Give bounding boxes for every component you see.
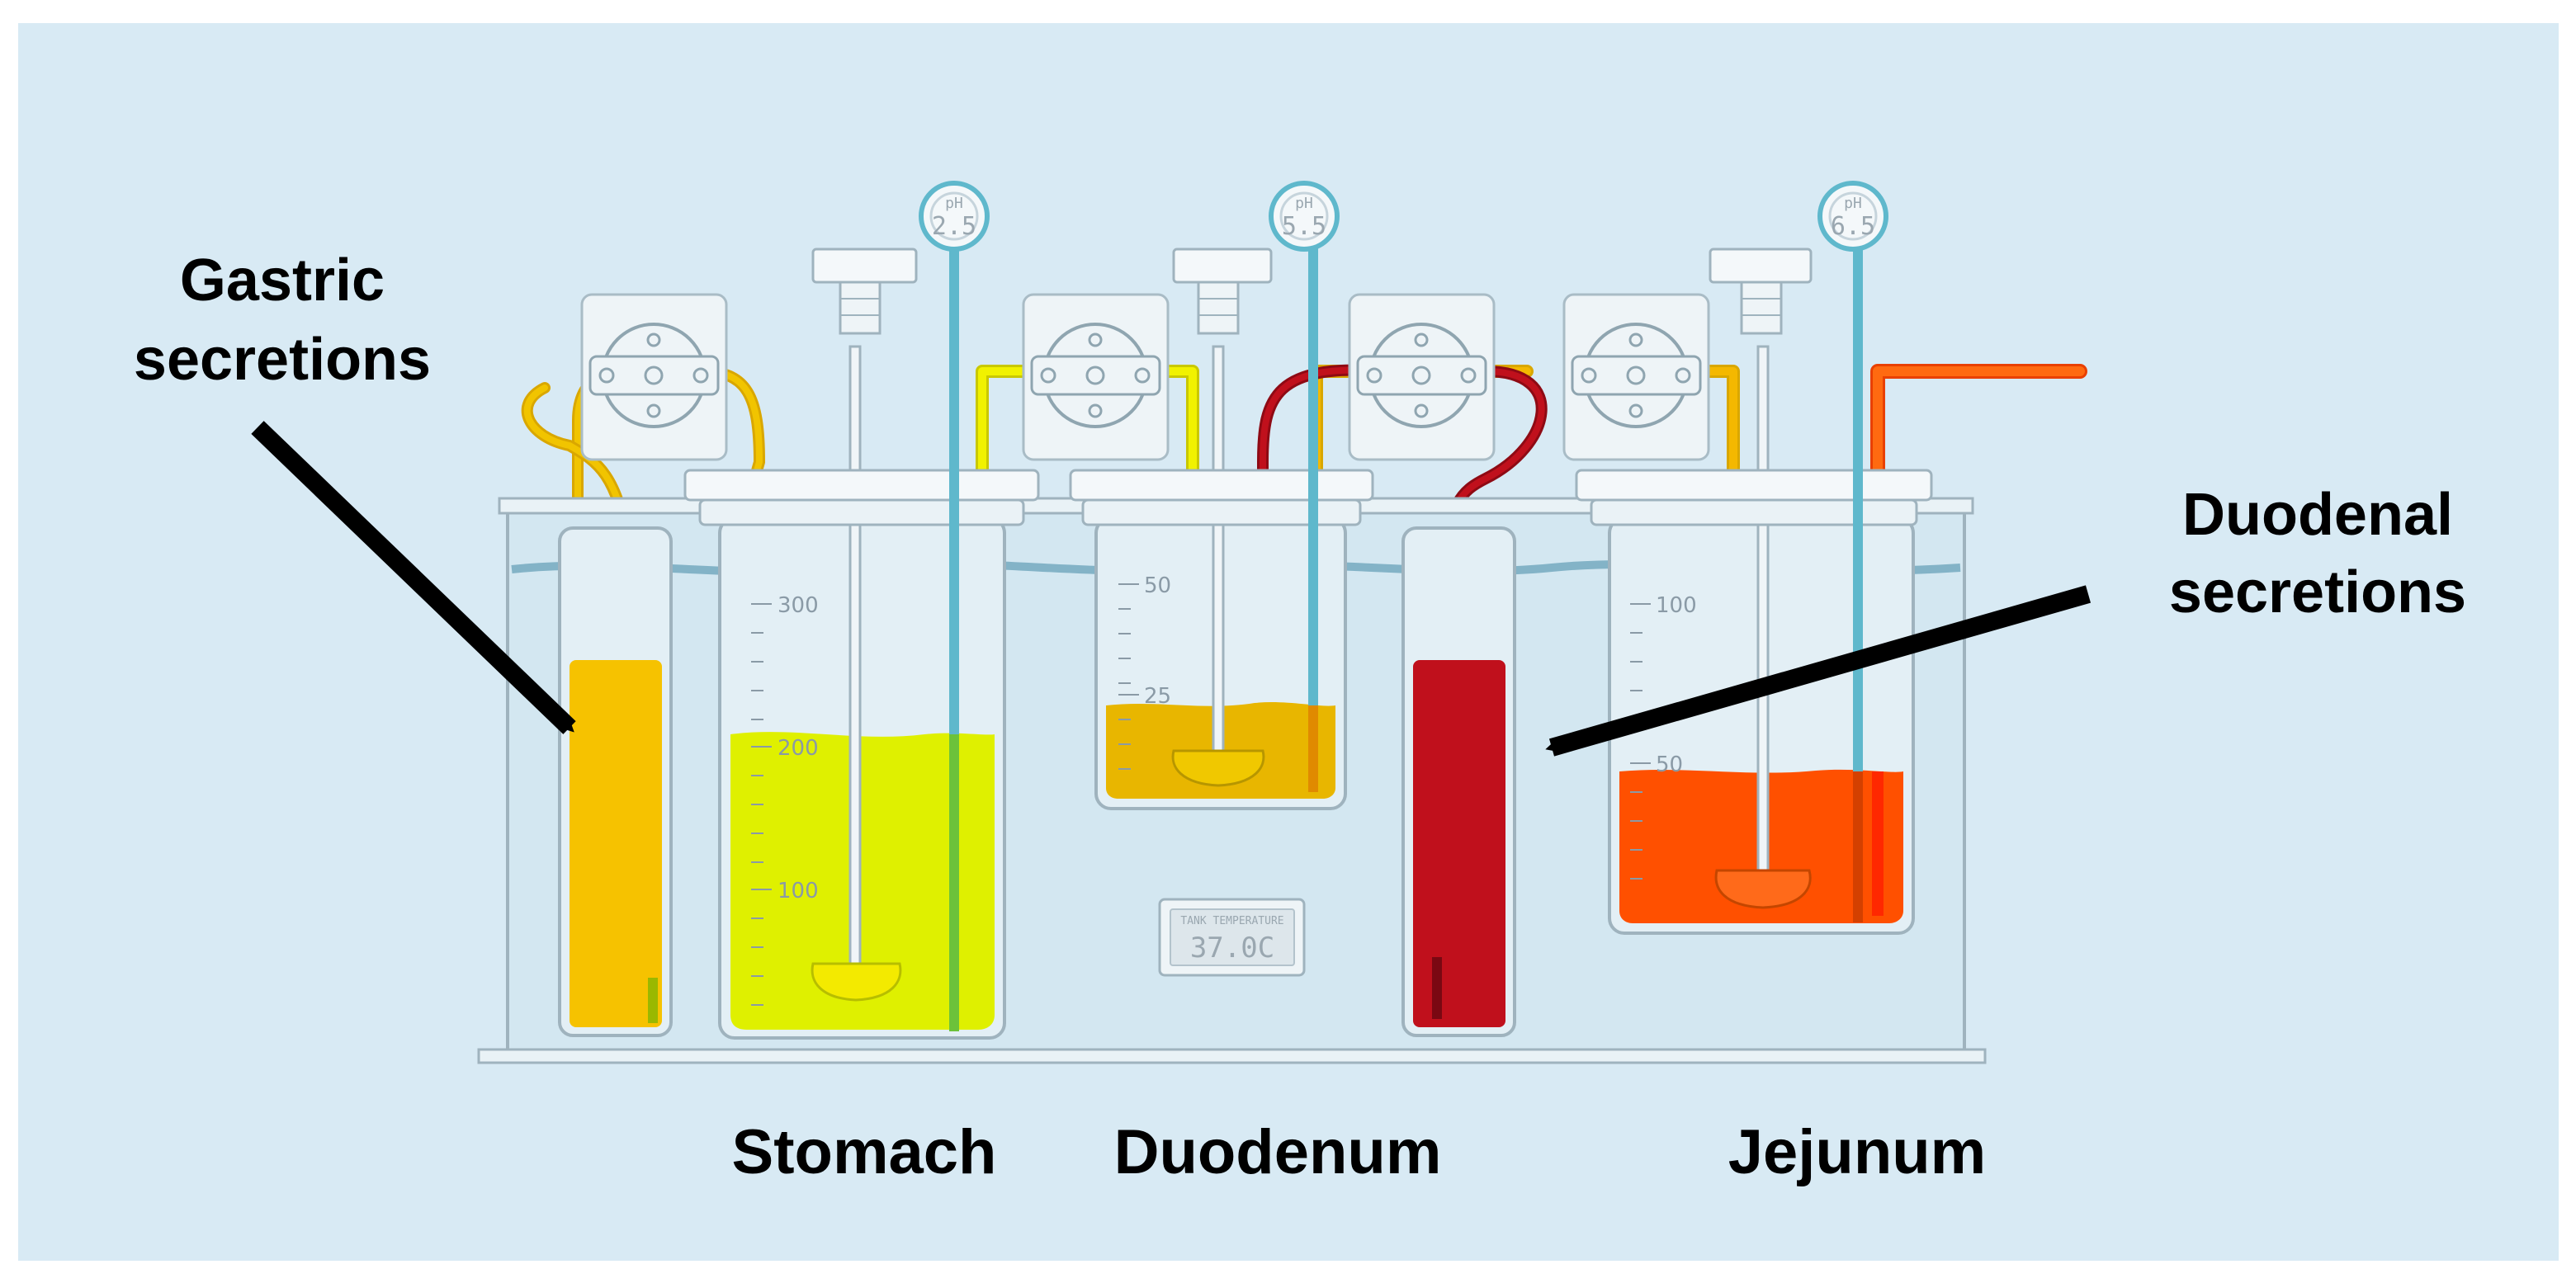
- jejunum-scale-100: 100: [1656, 593, 1697, 618]
- gastric-secretion-reservoir: [558, 526, 673, 1037]
- duodenum-scale-25: 25: [1144, 684, 1171, 709]
- stomach-vessel: 300 200 100: [683, 345, 1040, 1040]
- gastric-arrow: [251, 421, 576, 734]
- stirrer-jejunum: [1709, 248, 1813, 335]
- gastric-label-line1: Gastric: [180, 248, 385, 314]
- stomach-label: Stomach: [732, 1117, 997, 1187]
- tank-temperature-display: TANK TEMPERATURE 37.0C: [1158, 898, 1306, 977]
- duodenum-label: Duodenum: [1114, 1117, 1442, 1187]
- pump-gastric: [580, 293, 728, 461]
- pump-duodenal: [1348, 293, 1496, 461]
- ph-value-jejunum: 6.5: [1831, 212, 1875, 241]
- duodenal-secretion-reservoir: [1401, 526, 1516, 1037]
- ph-unit-duodenum: pH: [1295, 195, 1313, 212]
- tank-temperature-caption: TANK TEMPERATURE: [1180, 915, 1283, 927]
- duodenal-label-line2: secretions: [2169, 559, 2466, 625]
- stomach-scale-300: 300: [778, 593, 819, 618]
- stomach-scale-200: 200: [778, 736, 819, 761]
- ph-unit-stomach: pH: [945, 195, 963, 212]
- jejunum-vessel: 100 50: [1575, 345, 1933, 935]
- duodenal-arrow: [1545, 585, 2092, 757]
- jejunum-label: Jejunum: [1728, 1117, 1987, 1187]
- ph-value-duodenum: 5.5: [1282, 212, 1326, 241]
- gastric-label-line2: secretions: [134, 327, 431, 393]
- ph-value-stomach: 2.5: [932, 212, 976, 241]
- stomach-scale-100: 100: [778, 879, 819, 903]
- pump-stomach-duodenum: [1022, 293, 1170, 461]
- stomach-scale: [751, 603, 772, 1006]
- jejunum-scale-50: 50: [1656, 752, 1683, 777]
- duodenum-vessel: 50 25: [1069, 345, 1374, 810]
- pump-duodenum-jejunum: [1562, 293, 1710, 461]
- ph-meter-duodenum: pH 5.5: [1269, 181, 1340, 546]
- ph-unit-jejunum: pH: [1844, 195, 1862, 212]
- stirrer-duodenum: [1172, 248, 1273, 335]
- duodenum-scale-50: 50: [1144, 573, 1171, 598]
- ph-meter-jejunum: pH 6.5: [1817, 181, 1888, 546]
- duodenum-scale: [1118, 583, 1139, 770]
- tank-temperature-value: 37.0C: [1190, 932, 1274, 965]
- duodenal-label-line1: Duodenal: [2182, 482, 2453, 548]
- ph-meter-stomach: pH 2.5: [919, 181, 990, 554]
- stirrer-stomach: [811, 248, 918, 335]
